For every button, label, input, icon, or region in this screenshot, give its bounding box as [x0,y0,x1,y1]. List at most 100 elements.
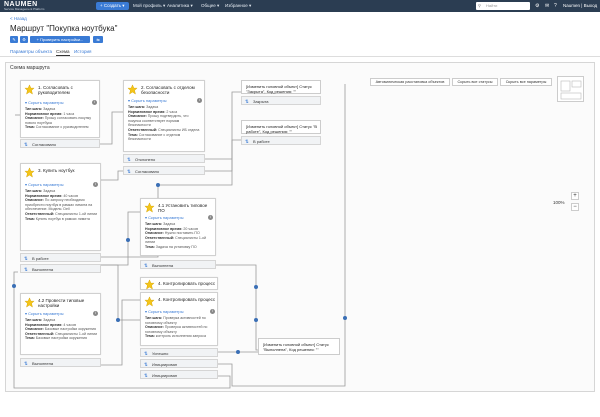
check-settings-button[interactable]: + Проверить настройки... [30,36,90,43]
outlet-icon: ⇅ [24,142,28,147]
swap-button[interactable]: ⇆ [93,36,103,43]
outlet-rejected[interactable]: ⇅Отклонено [123,154,205,163]
route-step-4-control[interactable]: 4. Контролировать процесс ▾ Скрыть парам… [140,292,218,346]
search-input[interactable]: ⚲ Найти [476,2,530,10]
auto-layout-button[interactable]: Автоматическая расстановка объектов [370,78,450,86]
logo-text: NAUMEN [4,1,38,8]
back-link[interactable]: < Назад [10,16,27,21]
star-icon [24,84,35,95]
route-step-4-control-collapsed[interactable]: 4. Контролировать процесс [140,277,218,290]
connector-line [101,299,140,366]
info-icon[interactable]: i [93,182,98,187]
connector-handle [126,238,130,242]
info-icon[interactable]: i [93,311,98,316]
step-title: 2. Согласовать с отделом безопасности [141,85,195,95]
outlet-icon: ⇅ [24,256,28,261]
route-step-4-2[interactable]: 4.2 Провести типовые настройки ▾ Скрыть … [20,293,101,355]
outlet-done[interactable]: ⇅Выполнена [20,264,101,273]
outlet-closed[interactable]: ⇅Закрыта [241,96,321,105]
hide-params-button[interactable]: Скрыть все параметры [500,78,552,86]
connector-handle [254,318,258,322]
route-step-1[interactable]: 1. Согласовать с руководителем ▾ Скрыть … [20,80,100,138]
hide-params-link[interactable]: ▾ Скрыть параметры [145,215,184,220]
star-icon [144,296,155,307]
hide-params-link[interactable]: ▾ Скрыть параметры [145,309,184,314]
connector-handle [254,285,258,289]
end-title: [Изменить головной объект] Статус "Закры… [246,84,312,94]
logo-subtitle: Service Management Platform [4,7,45,11]
end-title: [Изменить головной объект] Статус "Выпол… [263,342,329,352]
end-status-done[interactable]: [Изменить головной объект] Статус "Выпол… [258,338,340,355]
info-icon[interactable]: i [92,100,97,105]
star-icon [127,84,138,95]
outlet-icon: ⇅ [127,169,131,174]
info-icon[interactable]: i [208,215,213,220]
step-params: Тип шага: Задача Нормативное время: 40 ч… [25,189,98,221]
outlet-approved[interactable]: ⇅Согласовано [123,166,205,175]
end-status-closed[interactable]: [Изменить головной объект] Статус "Закры… [241,80,321,94]
create-button[interactable]: + Создать ▾ [96,2,129,10]
connector-line [13,271,231,389]
step-title: 4. Контролировать процесс [158,297,216,302]
zoom-in-button[interactable]: + [571,192,579,200]
help-icon[interactable]: ? [554,3,557,9]
connector-handle [12,284,16,288]
search-placeholder: Найти [486,3,498,8]
route-step-3[interactable]: 3. Купить ноутбук ▾ Скрыть параметры i Т… [20,163,101,251]
outlet-icon: ⇅ [127,157,131,162]
panel-title: Схема маршрута [10,65,50,71]
connector-line [205,139,241,172]
outlet-done[interactable]: ⇅Выполнена [140,260,216,269]
connector-line [101,264,140,321]
step-title: 4.2 Провести типовые настройки [38,298,85,308]
connector-handle [156,183,160,187]
info-icon[interactable]: i [210,309,215,314]
naumen-logo[interactable]: NAUMEN Service Management Platform [4,1,66,11]
zoom-level: 100% [553,200,565,205]
outlet-icon: ⇅ [144,373,148,378]
step-params: Тип шага: Задача Нормативное время: 4 ча… [25,318,98,341]
tab-object-params[interactable]: Параметры объекта [10,49,53,54]
outlet-icon: ⇅ [144,351,148,356]
settings-icon[interactable]: ⚙ [535,3,540,9]
hide-params-link[interactable]: ▾ Скрыть параметры [25,311,64,316]
minimap-preview [560,80,582,100]
hide-params-link[interactable]: ▾ Скрыть параметры [128,98,167,103]
tab-history[interactable]: История [74,49,92,54]
outlet-icon: ⇅ [144,362,148,367]
outlet-success[interactable]: ⇅Успешно [140,348,218,357]
outlet-icon: ⇅ [24,361,28,366]
outlet-initiated[interactable]: ⇅Инициирован [140,359,218,368]
outlet-in-progress[interactable]: ⇅В работе [241,136,321,145]
hide-statuses-button[interactable]: Скрыть все статусы [452,78,498,86]
route-step-2[interactable]: 2. Согласовать с отделом безопасности ▾ … [123,80,205,152]
notifications-icon[interactable]: ✉ [545,3,550,9]
outlet-icon: ⇅ [245,139,249,144]
step-title: 1. Согласовать с руководителем [38,85,73,95]
hide-params-link[interactable]: ▾ Скрыть параметры [25,182,64,187]
step-params: Тип шага: Задача Нормативное время: 1 ча… [25,107,92,130]
minimap[interactable] [557,76,584,102]
edit-button[interactable]: ✎ [10,36,18,43]
route-step-4-1[interactable]: 4.1 Установить типовое ПО ▾ Скрыть парам… [140,198,216,256]
nav-favorites[interactable]: Избранное ▾ [225,3,252,8]
end-status-in-progress[interactable]: [Изменить головной объект] Статус "В раб… [241,120,321,134]
user-menu[interactable]: Naumen | Выход [563,3,598,8]
outlet-icon: ⇅ [245,99,249,104]
outlet-in-progress[interactable]: ⇅В работе [20,253,101,262]
nav-my-profile[interactable]: Мой профиль ▾ [133,3,166,8]
outlet-approved[interactable]: ⇅Согласовано [20,139,100,148]
tab-scheme[interactable]: Схема [56,49,70,56]
zoom-out-button[interactable]: − [571,203,579,211]
info-icon[interactable]: i [197,98,202,103]
settings-button[interactable]: ⚙ [20,36,28,43]
outlet-done[interactable]: ⇅Выполнена [20,358,101,367]
nav-general[interactable]: Общее ▾ [201,3,220,8]
nav-analytics[interactable]: Аналитика ▾ [167,3,193,8]
hide-params-link[interactable]: ▾ Скрыть параметры [25,100,64,105]
outlet-initiated[interactable]: ⇅Инициирован [140,370,218,379]
star-icon [144,202,155,213]
connector-handle [236,350,240,354]
connector-handle [116,318,120,322]
connector-line [216,264,258,351]
